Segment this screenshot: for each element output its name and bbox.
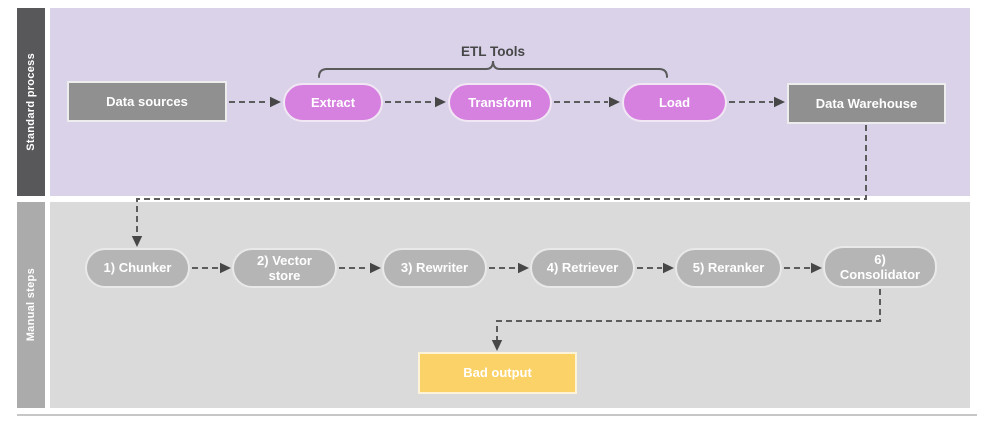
node-vector-store-label: 2) Vector store xyxy=(257,252,312,283)
node-rewriter-label: 3) Rewriter xyxy=(400,260,469,276)
bottom-divider-line xyxy=(17,414,977,416)
node-transform-label: Transform xyxy=(468,94,532,110)
node-extract: Extract xyxy=(283,83,383,122)
node-data-sources-label: Data sources xyxy=(106,93,188,109)
node-data-warehouse-label: Data Warehouse xyxy=(815,95,918,111)
node-retriever-label: 4) Retriever xyxy=(546,260,619,276)
lane-manual-label: Manual steps xyxy=(25,268,37,342)
node-data-warehouse: Data Warehouse xyxy=(787,83,946,124)
node-bad-output-label: Bad output xyxy=(463,365,532,381)
node-chunker-label: 1) Chunker xyxy=(103,260,172,276)
etl-tools-group-label: ETL Tools xyxy=(461,44,525,59)
node-retriever: 4) Retriever xyxy=(530,248,635,288)
node-consolidator-label: 6) Consolidator xyxy=(839,251,921,282)
node-reranker-label: 5) Reranker xyxy=(692,260,765,276)
node-load: Load xyxy=(622,83,727,122)
lane-manual-band: Manual steps xyxy=(17,202,45,408)
node-rewriter: 3) Rewriter xyxy=(382,248,487,288)
node-bad-output: Bad output xyxy=(418,352,577,394)
node-transform: Transform xyxy=(448,83,552,122)
node-consolidator: 6) Consolidator xyxy=(823,246,937,288)
node-chunker: 1) Chunker xyxy=(85,248,190,288)
node-vector-store: 2) Vector store xyxy=(232,248,337,288)
lane-standard-band: Standard process xyxy=(17,8,45,196)
node-reranker: 5) Reranker xyxy=(675,248,782,288)
node-extract-label: Extract xyxy=(310,94,356,110)
node-data-sources: Data sources xyxy=(67,81,227,122)
node-load-label: Load xyxy=(658,94,691,110)
lane-standard-label: Standard process xyxy=(25,53,37,151)
